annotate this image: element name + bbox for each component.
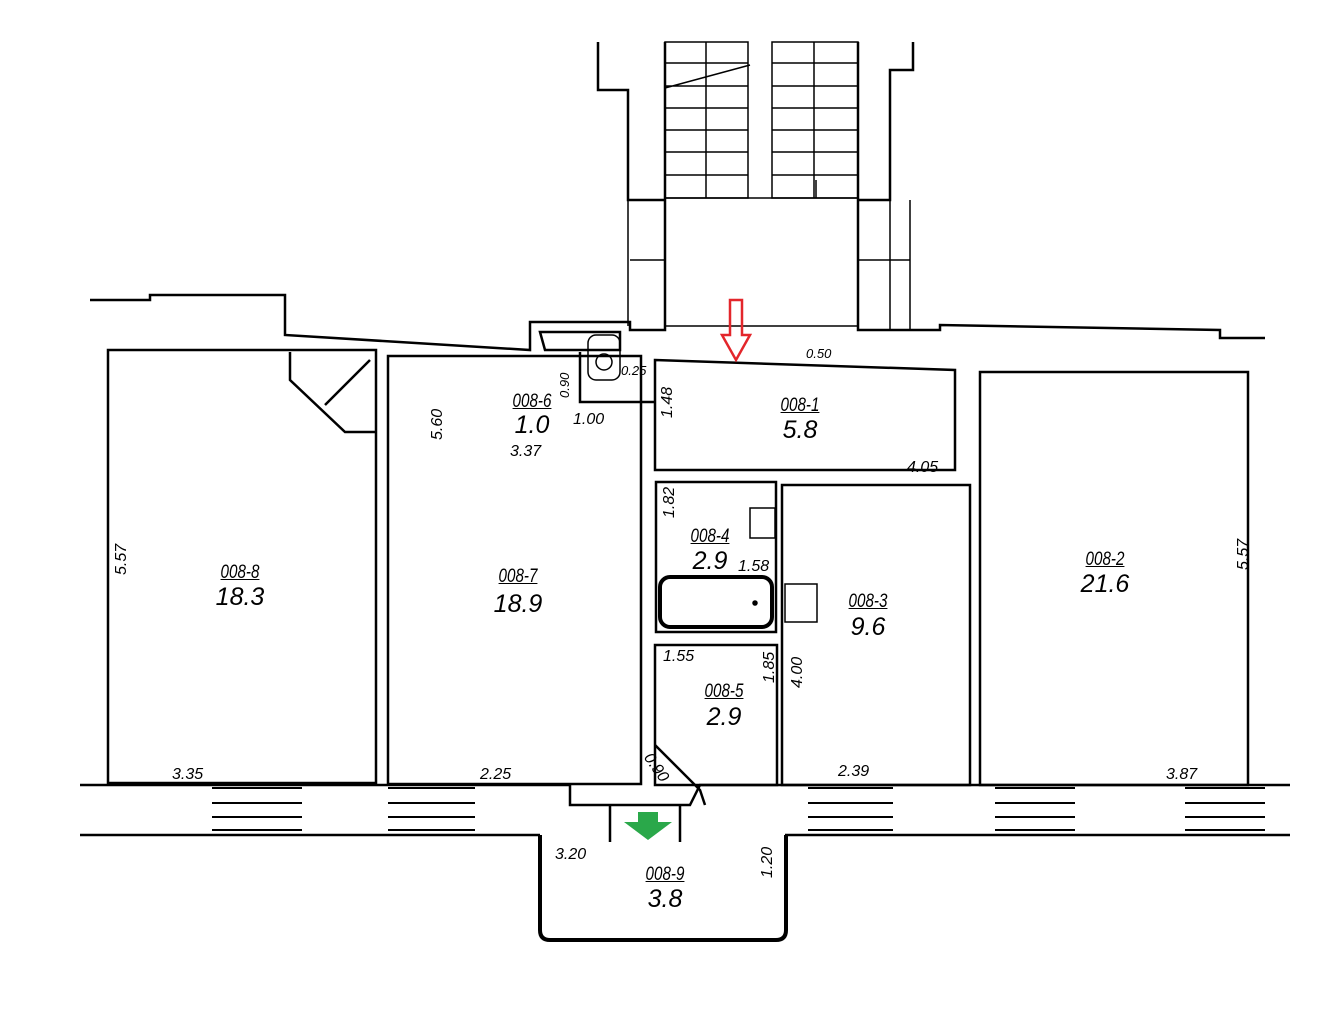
- room-walls: [80, 330, 1290, 942]
- dimension-label: 1.20: [759, 846, 776, 878]
- dimension-label: 5.60: [429, 408, 446, 440]
- dimension-label: 3.87: [1166, 766, 1198, 783]
- dimension-label: 3.37: [510, 443, 542, 460]
- room-code: 008-4: [690, 526, 730, 547]
- room-area: 18.9: [493, 590, 543, 618]
- room-area: 1.0: [514, 411, 550, 439]
- dimension-label: 2.39: [838, 763, 870, 780]
- room-code: 008-8: [220, 562, 260, 583]
- entrance-arrow-icon: [719, 298, 753, 363]
- room-area: 2.9: [692, 547, 728, 575]
- room-code: 008-2: [1085, 549, 1125, 570]
- room-code: 008-9: [645, 864, 685, 885]
- dimension-label: 1.85: [761, 651, 778, 683]
- dimension-label: 3.35: [172, 766, 204, 783]
- room-area: 9.6: [850, 613, 886, 641]
- dimension-label: 5.57: [1235, 538, 1252, 570]
- room-code: 008-7: [498, 566, 538, 587]
- dimension-label: 1.00: [573, 411, 605, 428]
- dimension-label: 1.55: [663, 648, 695, 665]
- dimension-label: 0.50: [806, 346, 832, 361]
- dimension-label: 2.25: [480, 766, 512, 783]
- room-code: 008-5: [704, 681, 744, 702]
- room-area: 3.8: [647, 885, 683, 913]
- dimension-label: 0.90: [557, 372, 572, 398]
- dimension-label: 5.57: [113, 543, 130, 575]
- dimension-label: 0.25: [621, 363, 647, 378]
- exit-arrow-icon: [624, 812, 672, 840]
- fixtures: [587, 334, 818, 623]
- room-area: 21.6: [1080, 570, 1130, 598]
- staircase: [627, 41, 911, 330]
- dimension-label: 4.05: [907, 459, 939, 476]
- dimension-label: 1.48: [659, 386, 676, 418]
- dimension-label: 4.00: [789, 656, 806, 688]
- dimension-label: 3.20: [555, 846, 587, 863]
- room-area: 2.9: [706, 703, 742, 731]
- dimension-label: 1.82: [661, 486, 678, 518]
- room-code: 008-3: [848, 591, 888, 612]
- dimension-label: 1.58: [738, 558, 770, 575]
- room-area: 18.3: [215, 583, 265, 611]
- room-code: 008-6: [512, 391, 552, 412]
- room-area: 5.8: [782, 416, 818, 444]
- room-code: 008-1: [780, 395, 820, 416]
- windows: [212, 787, 1265, 831]
